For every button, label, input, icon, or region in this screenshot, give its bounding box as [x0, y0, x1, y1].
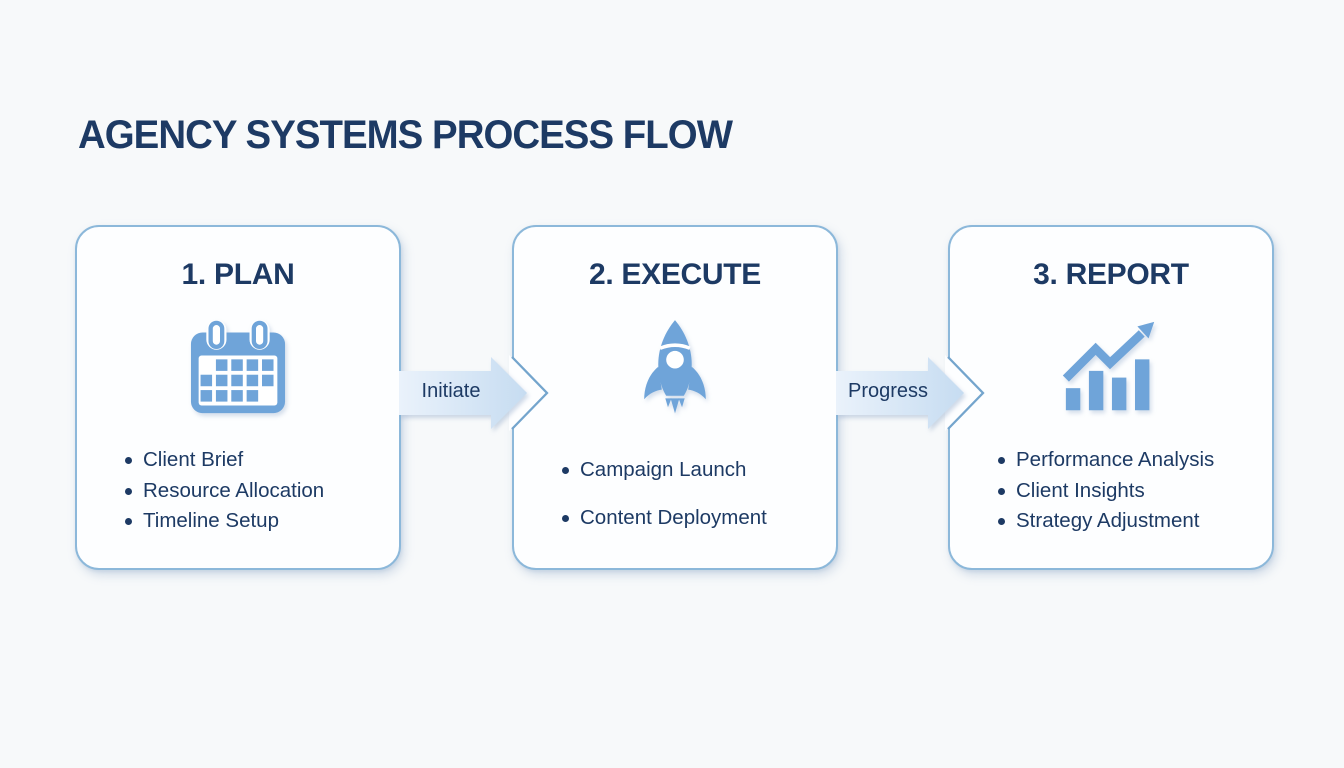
calendar-icon: [77, 315, 399, 421]
step-card-execute: 2. EXECUTE Campaign Launch Content Deplo…: [512, 225, 838, 570]
step-heading-plan: 1. PLAN: [181, 258, 295, 291]
list-item: Resource Allocation: [125, 476, 381, 507]
list-item: Client Insights: [998, 476, 1254, 507]
list-item: Timeline Setup: [125, 506, 381, 537]
connector-initiate: Initiate: [399, 328, 559, 458]
connector-progress: Progress: [836, 328, 996, 458]
list-item: Client Brief: [125, 445, 381, 476]
connector-label: Initiate: [421, 380, 481, 402]
bar-chart-icon: [950, 315, 1272, 421]
chevron-notch: [509, 355, 548, 431]
chevron-notch: [945, 355, 984, 431]
step-card-plan: 1. PLAN Client Brief Resource Allocation…: [75, 225, 401, 570]
step-heading-report: 3. REPORT: [1033, 258, 1189, 291]
step-heading-execute: 2. EXECUTE: [588, 258, 762, 291]
list-item: Performance Analysis: [998, 445, 1254, 476]
plan-task-list: Client Brief Resource Allocation Timelin…: [77, 445, 399, 537]
arrow-right-icon: [399, 357, 527, 429]
arrow-right-icon: [836, 357, 964, 429]
report-task-list: Performance Analysis Client Insights Str…: [950, 445, 1272, 537]
execute-task-list: Campaign Launch Content Deployment: [514, 455, 836, 533]
rocket-icon: [514, 315, 836, 421]
list-item: Campaign Launch: [562, 455, 818, 486]
connector-label: Progress: [847, 380, 929, 402]
list-item: Content Deployment: [562, 503, 818, 534]
page-title: AGENCY SYSTEMS PROCESS FLOW: [78, 113, 733, 157]
list-item: Strategy Adjustment: [998, 506, 1254, 537]
step-card-report: 3. REPORT Performance Analysis Client In…: [948, 225, 1274, 570]
